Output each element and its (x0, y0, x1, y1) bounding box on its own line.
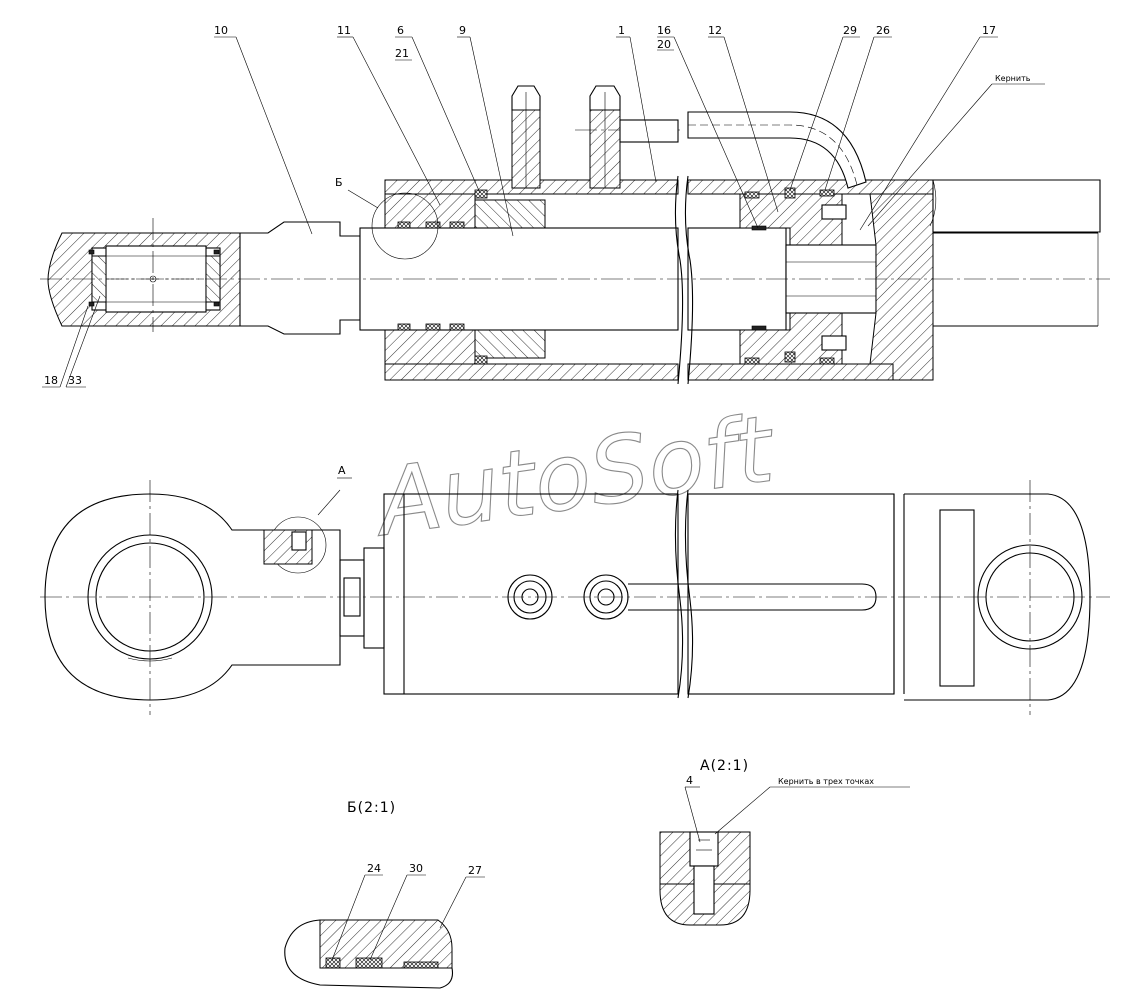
callout-12: 12 (708, 24, 722, 37)
callouts: 10 11 6 21 9 1 16 20 12 29 26 17 (42, 24, 1045, 961)
detail-a-marker: А (338, 464, 346, 477)
detail-a (659, 831, 751, 926)
callout-9: 9 (459, 24, 466, 37)
callout-33: 33 (68, 374, 82, 387)
callout-20: 20 (657, 38, 671, 51)
oil-ports (511, 85, 680, 189)
detail-b-marker: Б (335, 176, 343, 189)
callout-29: 29 (843, 24, 857, 37)
callout-17: 17 (982, 24, 996, 37)
detail-a-title: А(2:1) (700, 758, 749, 774)
detail-b-title: Б(2:1) (347, 800, 396, 816)
watermark-text: AutoSoft (366, 395, 782, 557)
section-view (40, 85, 1110, 385)
callout-21: 21 (395, 47, 409, 60)
external-view (40, 480, 1110, 715)
callout-30: 30 (409, 862, 423, 875)
detail-b (284, 919, 454, 989)
callout-18: 18 (44, 374, 58, 387)
callout-11: 11 (337, 24, 351, 37)
callout-27: 27 (468, 864, 482, 877)
note-punch-three-points: Кернить в трех точках (778, 777, 874, 786)
note-punch: Кернить (995, 74, 1031, 83)
callout-10: 10 (214, 24, 228, 37)
callout-6: 6 (397, 24, 404, 37)
callout-4: 4 (686, 774, 693, 787)
callout-26: 26 (876, 24, 890, 37)
cylinder-body-left (347, 179, 679, 381)
callout-16: 16 (657, 24, 671, 37)
callout-1: 1 (618, 24, 625, 37)
callout-24: 24 (367, 862, 381, 875)
eye-end-section (47, 218, 241, 332)
cylinder-body-right (687, 111, 1101, 381)
